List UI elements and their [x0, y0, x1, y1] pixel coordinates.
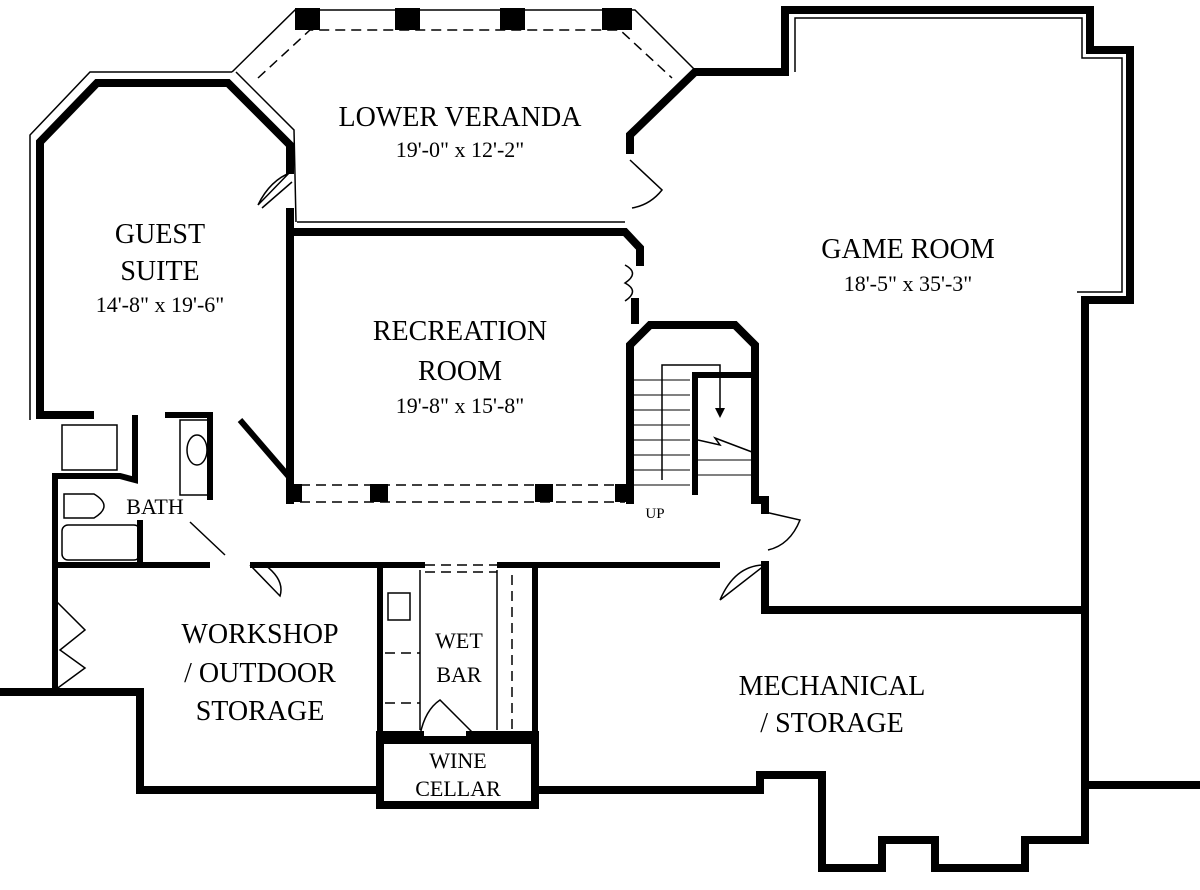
wet-bar-label-2: BAR: [436, 662, 482, 687]
guest-suite-walls: [29, 71, 294, 690]
veranda-outline: [231, 8, 698, 223]
recreation-room-label: RECREATION: [373, 316, 547, 347]
guest-suite-size: 14'-8" x 19'-6": [96, 292, 225, 317]
workshop-label-2: / OUTDOOR: [184, 658, 336, 689]
mechanical-label-2: / STORAGE: [760, 708, 903, 739]
workshop-label-3: STORAGE: [196, 696, 325, 727]
room-labels: LOWER VERANDA 19'-0" x 12'-2" GUEST SUIT…: [96, 102, 995, 801]
game-room-size: 18'-5" x 35'-3": [844, 271, 973, 296]
mechanical-label: MECHANICAL: [739, 671, 926, 702]
guest-suite-label-2: SUITE: [120, 256, 199, 287]
lower-walls: [54, 521, 720, 790]
bath-label: BATH: [126, 494, 184, 519]
game-room-walls: [719, 496, 1089, 614]
game-room-label: GAME ROOM: [821, 234, 995, 265]
wine-cellar-label: WINE: [429, 748, 486, 773]
recreation-room-walls: [286, 228, 644, 503]
guest-suite-label: GUEST: [115, 219, 205, 250]
veranda-walls: [235, 6, 1134, 789]
lower-veranda-label: LOWER VERANDA: [339, 102, 583, 133]
wine-cellar-label-2: CELLAR: [415, 776, 501, 801]
staircase[interactable]: UP: [626, 321, 759, 522]
stairs-up-label: UP: [645, 506, 664, 522]
recreation-room-label-2: ROOM: [418, 356, 502, 387]
wet-bar-label: WET: [435, 628, 483, 653]
recreation-room-size: 19'-8" x 15'-8": [396, 393, 525, 418]
lower-veranda-size: 19'-0" x 12'-2": [396, 137, 525, 162]
wine-cellar-walls: [376, 699, 539, 809]
workshop-label: WORKSHOP: [181, 619, 338, 650]
foundation-outline: [0, 688, 1200, 872]
